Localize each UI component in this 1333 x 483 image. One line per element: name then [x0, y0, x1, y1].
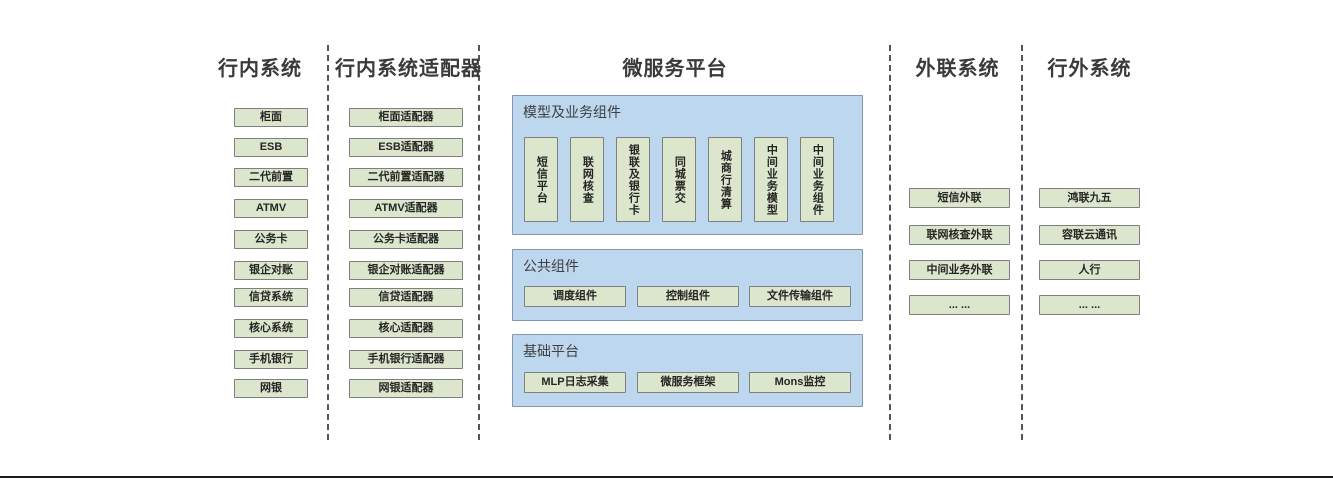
node-in-bank-system[interactable]: 网银 — [234, 379, 308, 398]
node-in-bank-adapter[interactable]: 信贷适配器 — [349, 288, 463, 307]
column-title-in-bank-systems: 行内系统 — [218, 58, 302, 80]
node-model-component[interactable]: 联网核查 — [570, 137, 604, 222]
node-in-bank-adapter[interactable]: 银企对账适配器 — [349, 261, 463, 280]
node-model-component[interactable]: 短信平台 — [524, 137, 558, 222]
node-in-bank-adapter[interactable]: ESB适配器 — [349, 138, 463, 157]
node-model-component[interactable]: 中间业务组件 — [800, 137, 834, 222]
node-out-bank-system[interactable]: 鸿联九五 — [1039, 188, 1140, 208]
node-model-component[interactable]: 银联及银行卡 — [616, 137, 650, 222]
node-in-bank-adapter[interactable]: 二代前置适配器 — [349, 168, 463, 187]
node-external-link-system[interactable]: 短信外联 — [909, 188, 1010, 208]
node-out-bank-system[interactable]: 容联云通讯 — [1039, 225, 1140, 245]
panel-title-base-platform: 基础平台 — [523, 343, 579, 359]
node-out-bank-system[interactable]: ... ... — [1039, 295, 1140, 315]
node-base-platform-component[interactable]: Mons监控 — [749, 372, 851, 393]
node-in-bank-system[interactable]: 公务卡 — [234, 230, 308, 249]
node-out-bank-system[interactable]: 人行 — [1039, 260, 1140, 280]
node-in-bank-system[interactable]: 二代前置 — [234, 168, 308, 187]
panel-public-components: 公共组件 — [512, 249, 863, 321]
bottom-divider-rule — [0, 476, 1333, 478]
node-in-bank-adapter[interactable]: 网银适配器 — [349, 379, 463, 398]
node-in-bank-system[interactable]: ESB — [234, 138, 308, 157]
column-title-external-link-systems: 外联系统 — [915, 58, 1000, 80]
column-title-microservice-platform: 微服务平台 — [622, 58, 728, 80]
node-public-component[interactable]: 调度组件 — [524, 286, 626, 307]
column-title-in-bank-adapters: 行内系统适配器 — [335, 58, 482, 80]
node-in-bank-adapter[interactable]: 核心适配器 — [349, 319, 463, 338]
column-divider-3 — [889, 45, 891, 440]
node-in-bank-adapter[interactable]: 公务卡适配器 — [349, 230, 463, 249]
node-in-bank-system[interactable]: 核心系统 — [234, 319, 308, 338]
panel-title-model-business-components: 模型及业务组件 — [523, 104, 621, 120]
node-model-component[interactable]: 中间业务模型 — [754, 137, 788, 222]
node-in-bank-system[interactable]: 银企对账 — [234, 261, 308, 280]
node-in-bank-system[interactable]: 柜面 — [234, 108, 308, 127]
node-model-component[interactable]: 城商行清算 — [708, 137, 742, 222]
node-in-bank-adapter[interactable]: ATMV适配器 — [349, 199, 463, 218]
node-external-link-system[interactable]: 中间业务外联 — [909, 260, 1010, 280]
node-in-bank-adapter[interactable]: 手机银行适配器 — [349, 350, 463, 369]
panel-base-platform: 基础平台 — [512, 334, 863, 407]
column-divider-1 — [327, 45, 329, 440]
node-public-component[interactable]: 文件传输组件 — [749, 286, 851, 307]
column-divider-2 — [478, 45, 480, 440]
node-model-component[interactable]: 同城票交 — [662, 137, 696, 222]
node-in-bank-adapter[interactable]: 柜面适配器 — [349, 108, 463, 127]
node-external-link-system[interactable]: 联网核查外联 — [909, 225, 1010, 245]
node-in-bank-system[interactable]: 信贷系统 — [234, 288, 308, 307]
panel-title-public-components: 公共组件 — [523, 258, 579, 274]
node-in-bank-system[interactable]: 手机银行 — [234, 350, 308, 369]
node-public-component[interactable]: 控制组件 — [637, 286, 739, 307]
node-base-platform-component[interactable]: 微服务框架 — [637, 372, 739, 393]
node-external-link-system[interactable]: ... ... — [909, 295, 1010, 315]
column-divider-4 — [1021, 45, 1023, 440]
node-base-platform-component[interactable]: MLP日志采集 — [524, 372, 626, 393]
node-in-bank-system[interactable]: ATMV — [234, 199, 308, 218]
column-title-out-bank-systems: 行外系统 — [1047, 58, 1132, 80]
